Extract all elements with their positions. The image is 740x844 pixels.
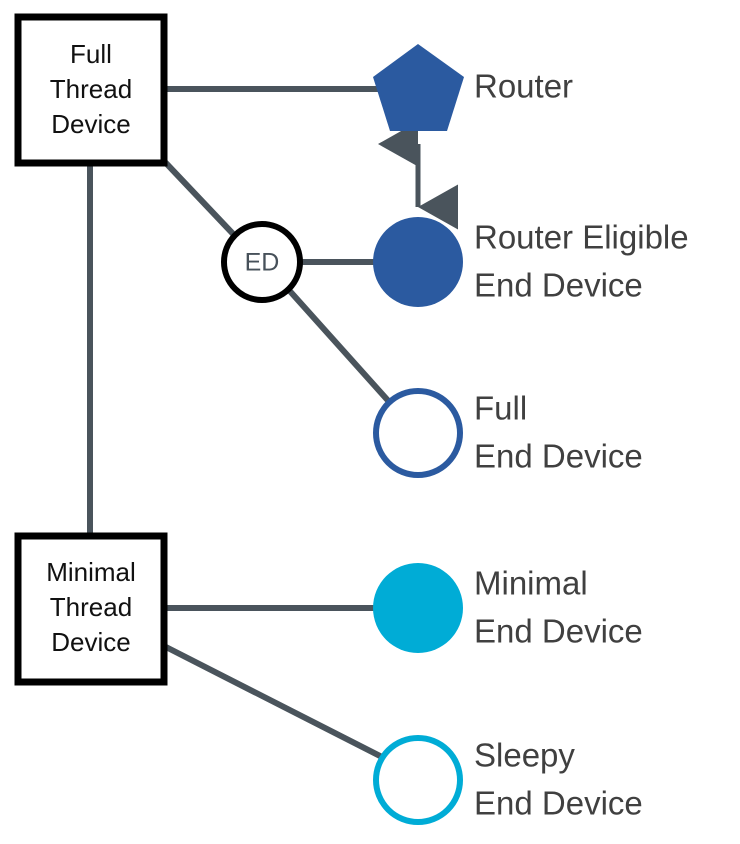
router-pentagon-icon[interactable]: [373, 44, 464, 131]
full-thread-device-line-3: Device: [51, 109, 130, 139]
full-thread-device-line-2: Thread: [50, 74, 132, 104]
minimal-thread-device-box[interactable]: [14, 532, 168, 686]
node-end-device-hub[interactable]: ED: [221, 221, 303, 303]
router-eligible-end-device-label-line-2: End Device: [474, 267, 643, 304]
minimal-end-device-label-line-2: End Device: [474, 613, 643, 650]
legend-item-router[interactable]: Router: [373, 44, 573, 131]
minimal-thread-device-line-1: Minimal: [46, 557, 136, 587]
full-end-device-label-line-1: Full: [474, 390, 527, 427]
sleepy-end-device-circle-icon[interactable]: [373, 735, 463, 825]
end-device-hub-circle[interactable]: [221, 221, 303, 303]
connector-layer: [87, 86, 458, 761]
router-eligible-end-device-circle-icon[interactable]: [373, 217, 463, 307]
router-label-line-1: Router: [474, 68, 573, 105]
minimal-thread-device-line-2: Thread: [50, 592, 132, 622]
minimal-end-device-circle-icon[interactable]: [373, 563, 463, 653]
node-minimal-thread-device[interactable]: Minimal Thread Device: [14, 532, 168, 686]
full-end-device-circle-icon[interactable]: [373, 388, 463, 478]
legend-item-full-end-device[interactable]: Full End Device: [373, 388, 643, 478]
router-eligible-end-device-label-line-1: Router Eligible: [474, 219, 689, 256]
sleepy-end-device-label-line-1: Sleepy: [474, 737, 575, 774]
end-device-hub-label: ED: [245, 249, 280, 277]
full-thread-device-line-1: Full: [70, 39, 112, 69]
legend-item-sleepy-end-device[interactable]: Sleepy End Device: [373, 735, 643, 825]
legend-item-router-eligible-end-device[interactable]: Router Eligible End Device: [373, 217, 689, 307]
connector-ed-hub-to-fed: [285, 286, 395, 408]
minimal-end-device-label-line-1: Minimal: [474, 565, 588, 602]
connector-ftd-to-ed-hub: [161, 158, 239, 240]
node-full-thread-device[interactable]: Full Thread Device: [14, 13, 168, 167]
sleepy-end-device-label-line-2: End Device: [474, 785, 643, 822]
full-thread-device-box[interactable]: [14, 13, 168, 167]
full-end-device-label-line-2: End Device: [474, 438, 643, 475]
minimal-thread-device-line-3: Device: [51, 627, 130, 657]
legend-item-minimal-end-device[interactable]: Minimal End Device: [373, 563, 643, 653]
connector-mtd-to-sed: [162, 643, 386, 761]
